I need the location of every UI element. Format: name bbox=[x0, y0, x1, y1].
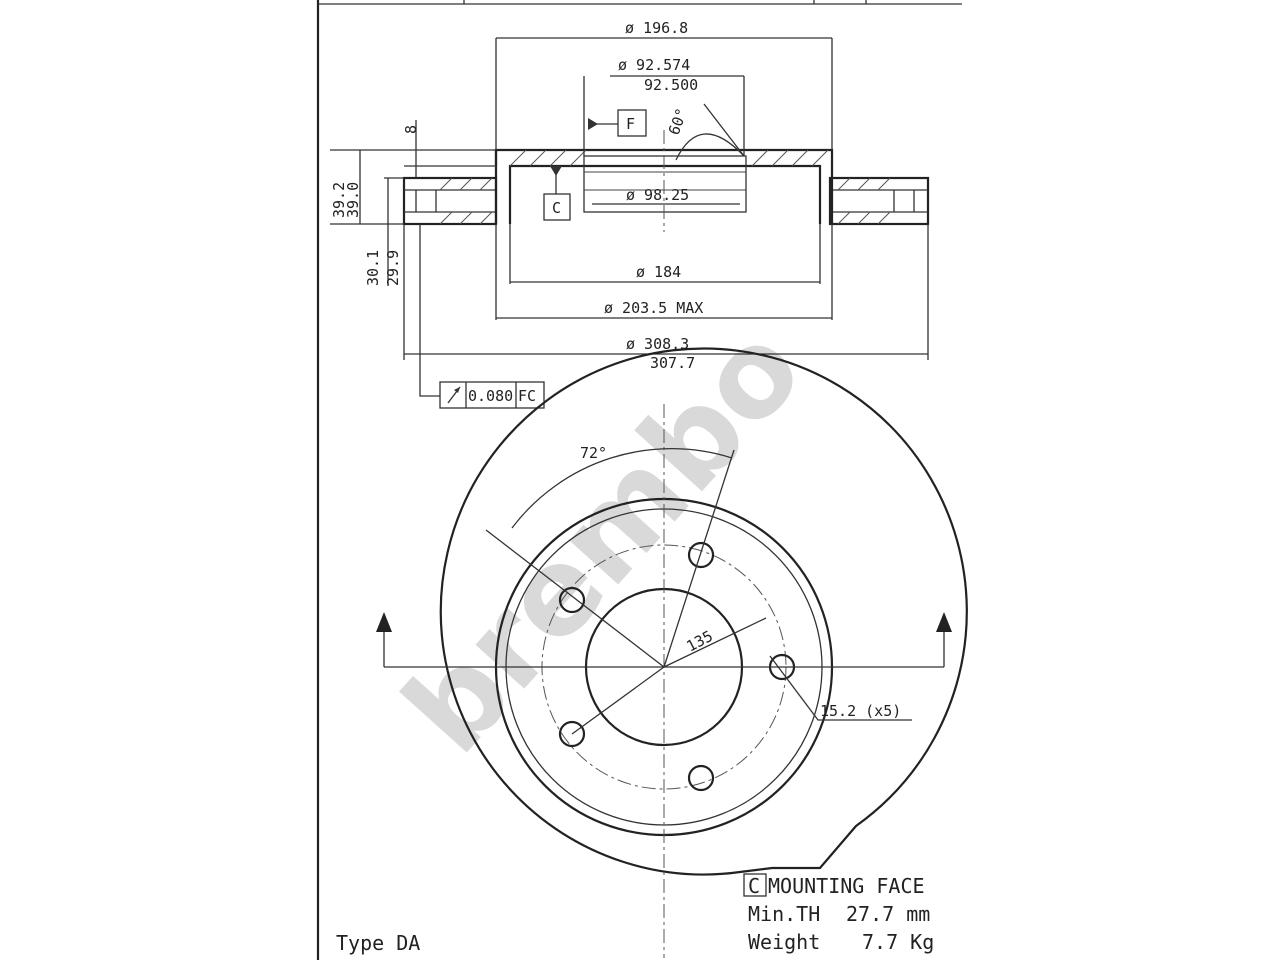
hat-hatching bbox=[439, 149, 891, 225]
dim-thickness-min: 29.9 bbox=[384, 250, 402, 286]
type-label: Type DA bbox=[336, 931, 420, 955]
mounting-face-box-label: C bbox=[748, 874, 760, 898]
mounting-face: MOUNTING FACE bbox=[768, 874, 925, 898]
datum-f: F bbox=[626, 115, 635, 133]
bolt-hole bbox=[558, 720, 586, 748]
chamfer-arc bbox=[675, 133, 745, 161]
section-arrow-right bbox=[936, 612, 952, 632]
brembo-watermark: brembo bbox=[378, 300, 829, 779]
angle-arc bbox=[511, 448, 733, 529]
dim-hat-diameter: ø 196.8 bbox=[625, 19, 688, 37]
chamfer-angle: 60° bbox=[665, 106, 691, 138]
bolt-hole bbox=[687, 541, 715, 569]
dim-thickness-max: 30.1 bbox=[364, 250, 382, 286]
bolt-angle: 72° bbox=[580, 444, 607, 462]
watermark-text: brembo bbox=[378, 300, 829, 779]
weight-value: 7.7 Kg bbox=[862, 930, 934, 954]
runout-value: 0.080 bbox=[468, 387, 513, 405]
dim-outer-diameter: ø 308.3 bbox=[626, 335, 689, 353]
diameter-dimensions: ø 196.8 ø 92.574 92.500 ø 98.25 ø 184 ø … bbox=[403, 19, 929, 372]
ring-left bbox=[402, 176, 498, 226]
runout-ref: FC bbox=[518, 387, 536, 405]
runout-frame bbox=[439, 381, 545, 409]
ring-right bbox=[828, 176, 930, 226]
datum-c-triangle bbox=[550, 166, 562, 176]
sheet-frame bbox=[316, 0, 962, 960]
bolt-holes-label: 15.2 (x5) bbox=[820, 702, 901, 720]
dim-184: ø 184 bbox=[636, 263, 681, 281]
center-bore bbox=[583, 155, 747, 213]
dim-inner-bore: ø 98.25 bbox=[626, 186, 689, 204]
datum-c-box bbox=[543, 193, 571, 221]
bolt-hole bbox=[558, 586, 586, 614]
height-dimensions: 39.2 39.0 30.1 29.9 8 bbox=[330, 120, 496, 286]
dim-height-max: 39.2 bbox=[330, 182, 348, 218]
datum-f-box bbox=[617, 109, 647, 137]
dim-outer-diameter-min: 307.7 bbox=[650, 354, 695, 372]
min-th-value: 27.7 mm bbox=[846, 902, 930, 926]
hole-leader bbox=[769, 655, 912, 721]
datum-c: C bbox=[552, 199, 561, 217]
section-arrow-left bbox=[376, 612, 392, 632]
runout-leader bbox=[419, 224, 440, 397]
min-th-label: Min.TH bbox=[748, 902, 820, 926]
dim-flange: 8 bbox=[402, 125, 420, 134]
disc-outer-edge bbox=[439, 347, 968, 876]
dim-height-min: 39.0 bbox=[344, 182, 362, 218]
dim-center-bore: ø 92.574 bbox=[618, 56, 690, 74]
mounting-face-box bbox=[743, 873, 767, 897]
pcd: 135 bbox=[683, 627, 715, 656]
hat-inner bbox=[508, 164, 822, 224]
dim-203-max: ø 203.5 MAX bbox=[604, 299, 703, 317]
notes-block: C MOUNTING FACE Min.TH 27.7 mm Weight 7.… bbox=[336, 873, 934, 955]
section-view: ø 196.8 ø 92.574 92.500 ø 98.25 ø 184 ø … bbox=[330, 19, 930, 409]
datum-f-triangle bbox=[588, 118, 598, 130]
weight-label: Weight bbox=[748, 930, 820, 954]
bolt-hole bbox=[687, 764, 715, 792]
dim-center-bore-min: 92.500 bbox=[644, 76, 698, 94]
